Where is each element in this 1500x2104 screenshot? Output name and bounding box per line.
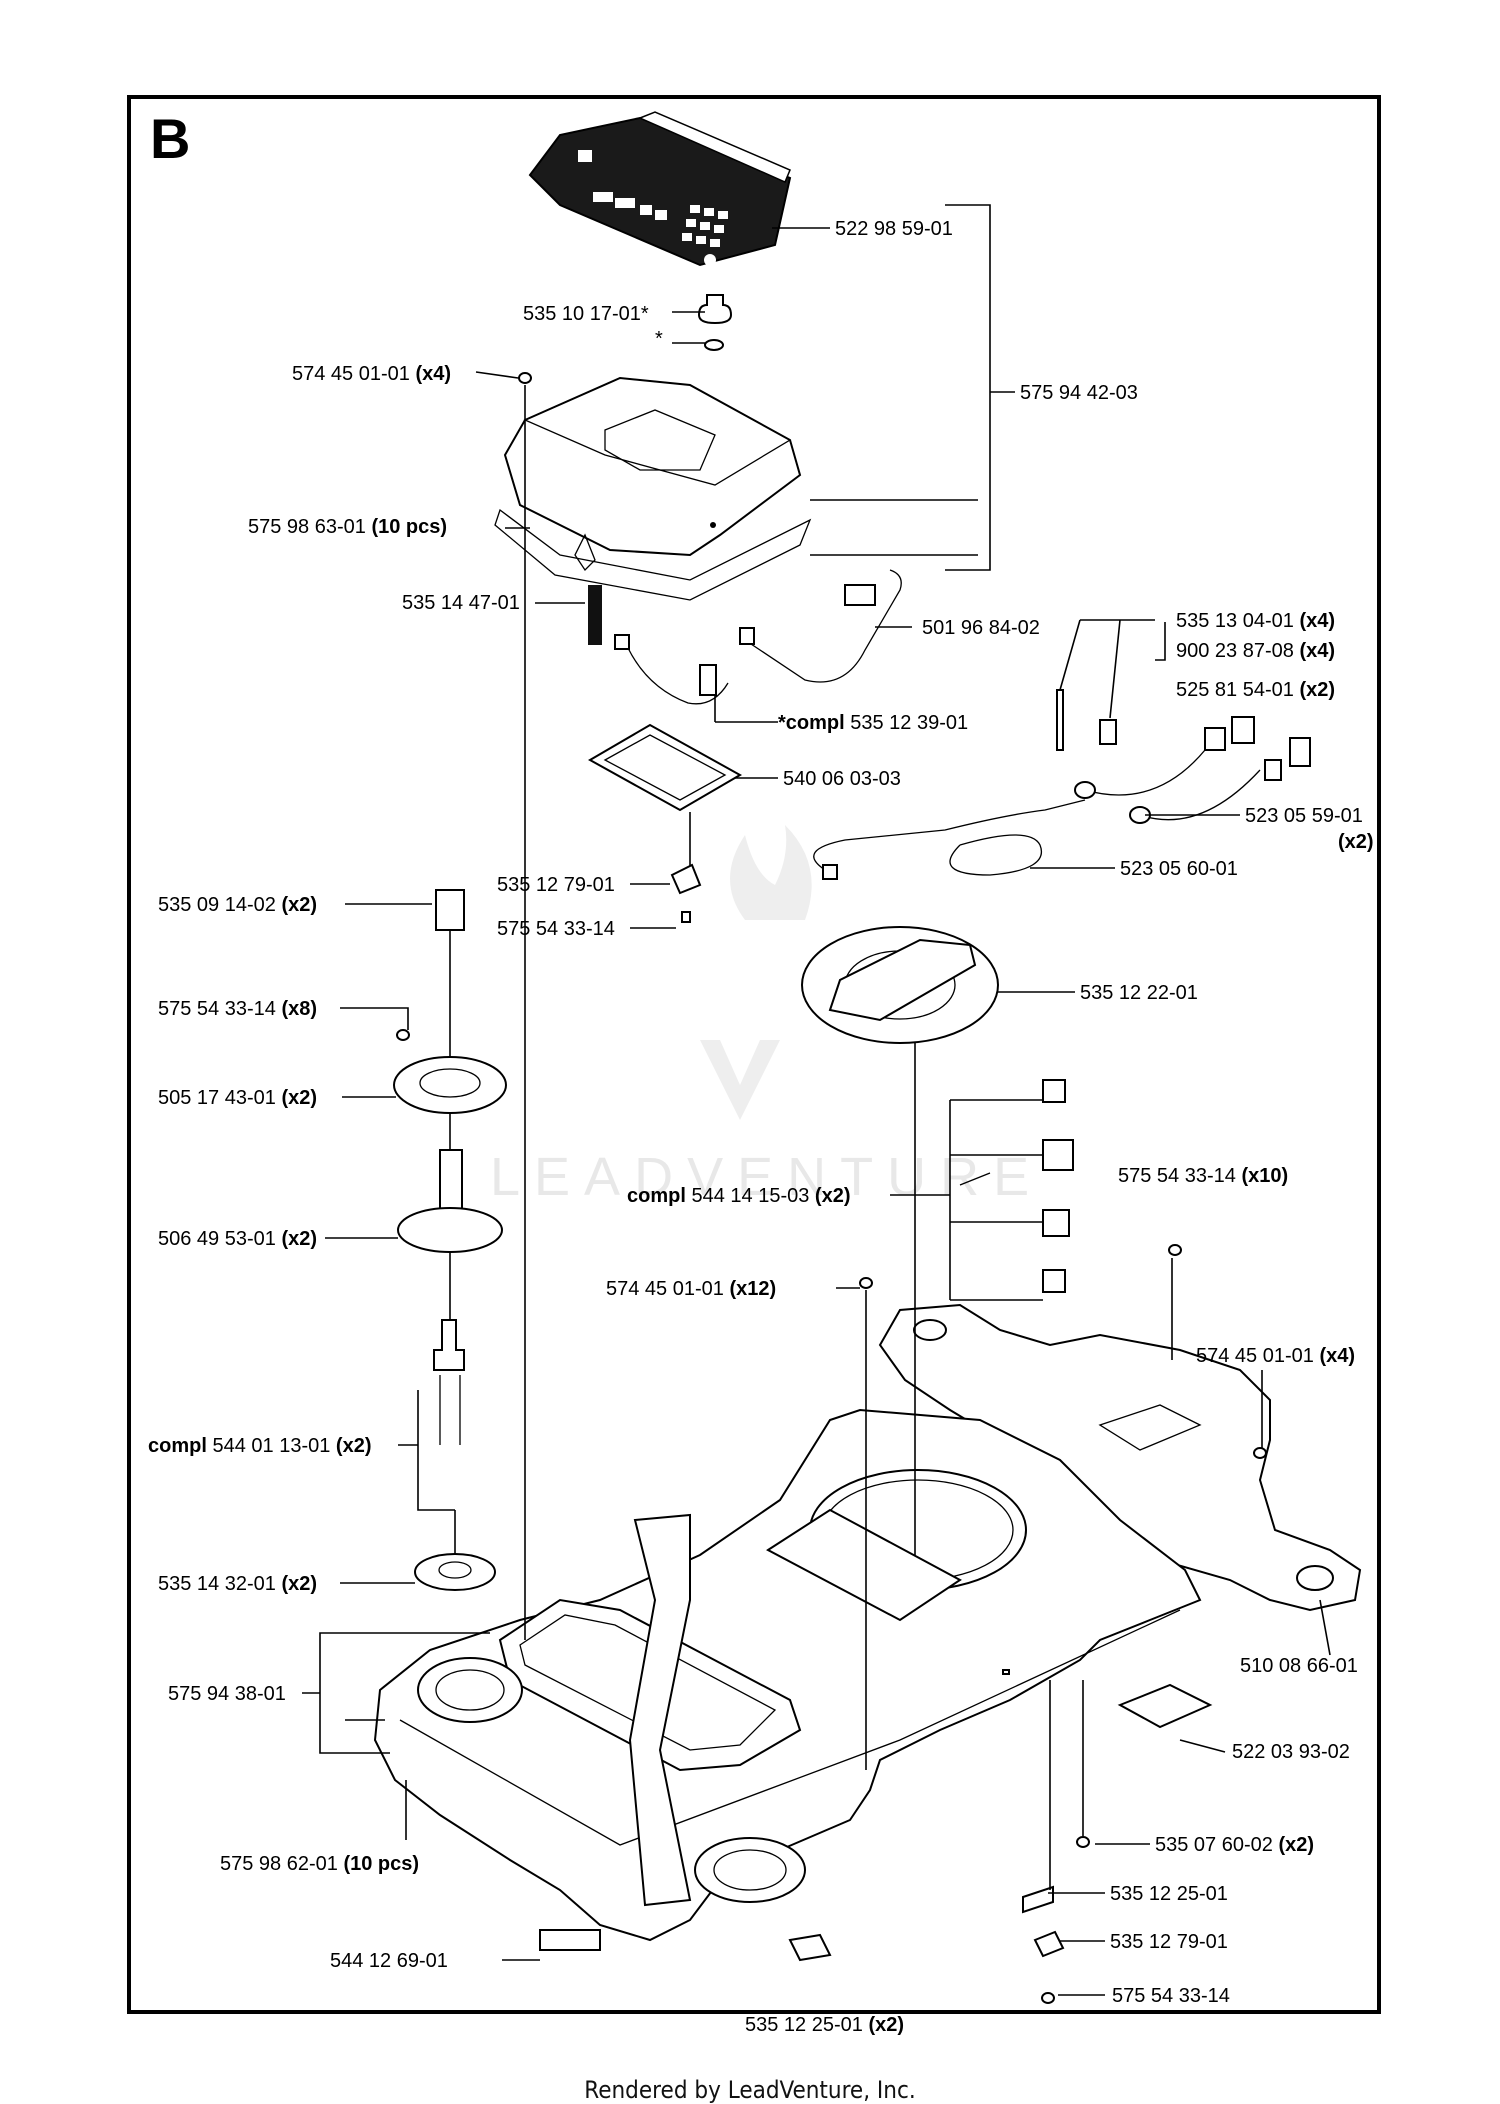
callout-compl-535-12-39-01: *compl 535 12 39-01 [778, 712, 968, 734]
callout-574-45-01-01-x12: 574 45 01-01 (x12) [606, 1278, 776, 1300]
callout-asterisk: * [655, 328, 663, 350]
callout-535-12-79-01-lower: 535 12 79-01 [1110, 1931, 1228, 1953]
callout-575-54-33-14-lower: 575 54 33-14 [1112, 1985, 1230, 2007]
callout-544-12-69-01: 544 12 69-01 [330, 1950, 448, 1972]
callout-535-12-25-01-x2: 535 12 25-01 (x2) [745, 2014, 904, 2036]
control-panel-keypad [528, 111, 792, 267]
callout-535-07-60-02: 535 07 60-02 (x2) [1155, 1834, 1314, 1856]
watermark-text: LEADVENTURE [490, 1147, 1043, 1207]
callout-535-14-32-01: 535 14 32-01 (x2) [158, 1573, 317, 1595]
callout-523-05-60-01: 523 05 60-01 [1120, 858, 1238, 880]
callout-535-09-14-02: 535 09 14-02 (x2) [158, 894, 317, 916]
diagram-frame [127, 95, 1381, 2014]
spacer-set [959, 1079, 1074, 1293]
callout-575-54-33-14-x10: 575 54 33-14 (x10) [1118, 1165, 1288, 1187]
cover-ring [801, 926, 999, 1044]
callout-575-98-62-01: 575 98 62-01 (10 pcs) [220, 1853, 419, 1875]
callout-574-45-01-01-x4: 574 45 01-01 (x4) [292, 363, 451, 385]
callout-535-12-79-01-upper: 535 12 79-01 [497, 874, 615, 896]
callout-575-94-42-03: 575 94 42-03 [1020, 382, 1138, 404]
knob-part [697, 294, 733, 351]
callout-900-23-87-08: 900 23 87-08 (x4) [1176, 640, 1335, 662]
watermark-logo: LEADVENTURE [490, 825, 1043, 1207]
clip-part [670, 863, 702, 923]
callout-525-81-54-01: 525 81 54-01 (x2) [1176, 679, 1335, 701]
callout-575-54-33-14-x8: 575 54 33-14 (x8) [158, 998, 317, 1020]
circuit-board [587, 723, 743, 812]
callout-540-06-03-03: 540 06 03-03 [783, 768, 901, 790]
callout-535-10-17-01: 535 10 17-01* [523, 303, 649, 325]
callout-535-12-22-01: 535 12 22-01 [1080, 982, 1198, 1004]
callout-522-98-59-01: 522 98 59-01 [835, 218, 953, 240]
wiring-harness [588, 569, 902, 705]
callout-510-08-66-01: 510 08 66-01 [1240, 1655, 1358, 1677]
small-hardware [518, 372, 1267, 2004]
callout-labels: 522 98 59-01 535 10 17-01* * 574 45 01-0… [148, 218, 1374, 2036]
callout-523-05-59-01-qty: (x2) [1338, 831, 1374, 853]
callout-505-17-43-01: 505 17 43-01 (x2) [158, 1087, 317, 1109]
main-housing [373, 1408, 1213, 1962]
leader-lines [302, 204, 1331, 1996]
left-column-parts [393, 889, 507, 1591]
callout-523-05-59-01: 523 05 59-01 [1245, 805, 1363, 827]
callout-compl-544-14-15-03: compl 544 14 15-03 (x2) [627, 1185, 851, 1207]
section-letter: B [150, 107, 190, 170]
upper-cover [494, 376, 812, 601]
callout-535-13-04-01: 535 13 04-01 (x4) [1176, 610, 1335, 632]
callout-575-98-63-01: 575 98 63-01 (10 pcs) [248, 516, 447, 538]
callout-compl-544-01-13-01: compl 544 01 13-01 (x2) [148, 1435, 372, 1457]
callout-575-94-38-01: 575 94 38-01 [168, 1683, 286, 1705]
callout-522-03-93-02: 522 03 93-02 [1232, 1741, 1350, 1763]
callout-506-49-53-01: 506 49 53-01 (x2) [158, 1228, 317, 1250]
callout-535-14-47-01: 535 14 47-01 [402, 592, 520, 614]
sensor-cables [813, 689, 1311, 880]
callout-501-96-84-02: 501 96 84-02 [922, 617, 1040, 639]
callout-574-45-01-01-x4-right: 574 45 01-01 (x4) [1196, 1345, 1355, 1367]
footer-credit: Rendered by LeadVenture, Inc. [584, 2076, 916, 2104]
callout-575-54-33-14-upper: 575 54 33-14 [497, 918, 615, 940]
callout-535-12-25-01: 535 12 25-01 [1110, 1883, 1228, 1905]
